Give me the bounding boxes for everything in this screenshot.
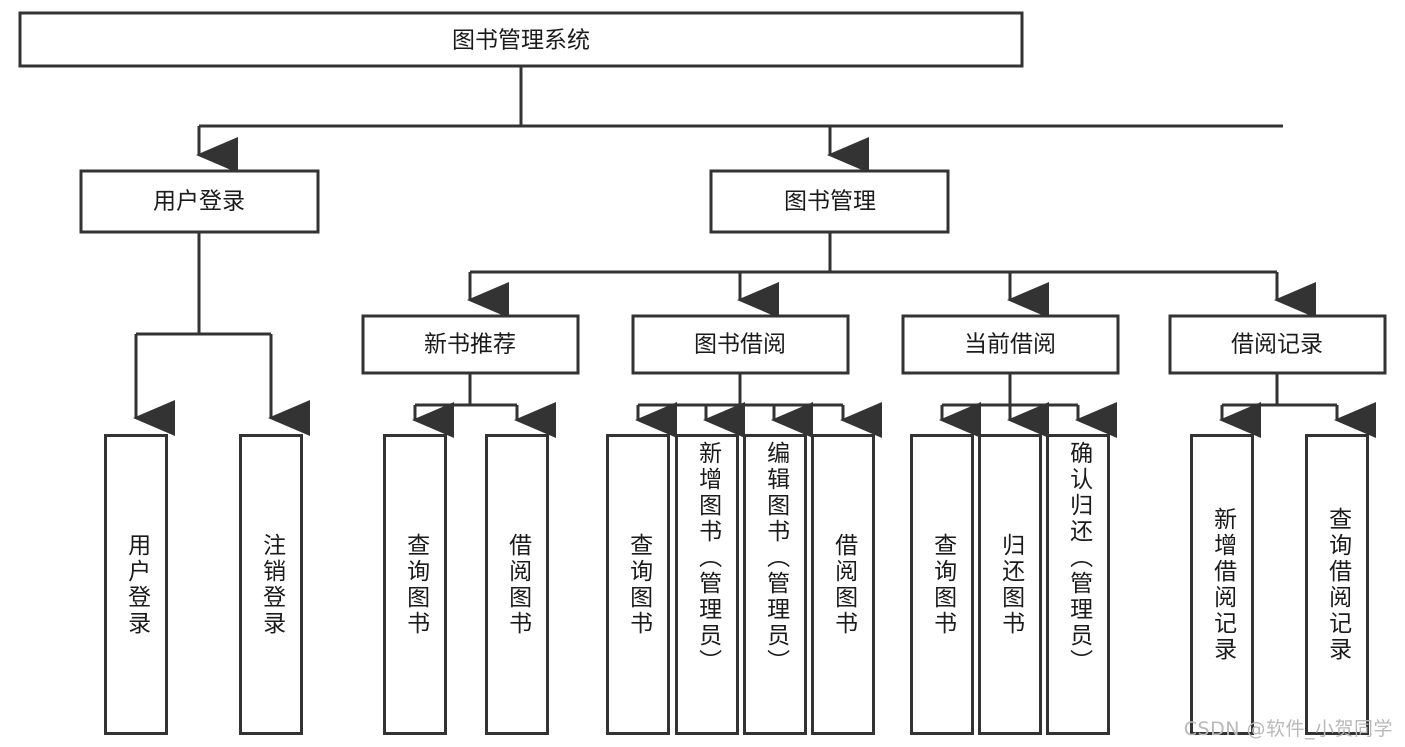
leaf-borrow-query-book-label: 查询图书 (625, 532, 652, 637)
node-borrow-record[interactable]: 借阅记录 (1168, 314, 1387, 375)
leaf-user-login-label: 用户登录 (123, 532, 150, 637)
node-user-login[interactable]: 用户登录 (79, 169, 320, 234)
leaf-borrow-borrow-book[interactable]: 借阅图书 (811, 434, 875, 735)
connector-root-to-level2 (196, 66, 1283, 173)
leaf-current-confirm-return-label: 确认归还（管理员） (1065, 441, 1092, 675)
connector-current-to-leaves (939, 373, 1117, 438)
node-current-borrow-label: 当前借阅 (964, 332, 1056, 358)
leaf-current-return-book[interactable]: 归还图书 (978, 434, 1042, 735)
leaf-current-return-book-label: 归还图书 (997, 532, 1024, 637)
node-book-borrow[interactable]: 图书借阅 (631, 314, 850, 375)
leaf-borrow-edit-book[interactable]: 编辑图书（管理员） (743, 434, 807, 735)
leaf-logout[interactable]: 注销登录 (239, 434, 303, 735)
leaf-logout-label: 注销登录 (258, 532, 285, 637)
node-root[interactable]: 图书管理系统 (18, 11, 1024, 68)
node-new-book-recommend-label: 新书推荐 (424, 332, 516, 358)
node-user-login-label: 用户登录 (153, 189, 245, 215)
leaf-current-query-book[interactable]: 查询图书 (910, 434, 974, 735)
leaf-borrow-add-book[interactable]: 新增图书（管理员） (675, 434, 739, 735)
leaf-record-query-label: 查询借阅记录 (1324, 506, 1351, 663)
node-root-rect[interactable] (18, 11, 1024, 68)
leaf-borrow-edit-book-label: 编辑图书（管理员） (762, 441, 789, 675)
connector-record-to-leaves (1219, 373, 1376, 438)
node-book-management[interactable]: 图书管理 (709, 169, 950, 234)
node-book-management-label: 图书管理 (784, 189, 876, 215)
leaf-current-confirm-return[interactable]: 确认归还（管理员） (1046, 434, 1110, 735)
node-book-management-rect[interactable] (709, 169, 950, 234)
node-new-book-recommend-rect[interactable] (361, 314, 580, 375)
leaf-borrow-add-book-label: 新增图书（管理员） (694, 441, 721, 675)
node-current-borrow-rect[interactable] (901, 314, 1120, 375)
node-book-borrow-label: 图书借阅 (694, 332, 786, 358)
node-new-book-recommend[interactable]: 新书推荐 (361, 314, 580, 375)
leaf-newbook-query-book-label: 查询图书 (402, 532, 429, 637)
connector-newbook-to-leaves (412, 373, 556, 438)
leaf-borrow-query-book[interactable]: 查询图书 (606, 434, 670, 735)
leaf-newbook-query-book[interactable]: 查询图书 (383, 434, 447, 735)
node-user-login-rect[interactable] (79, 169, 320, 234)
leaf-newbook-borrow-book-label: 借阅图书 (504, 532, 531, 637)
connector-bookmgmt-to-level3 (467, 232, 1316, 318)
leaf-record-add[interactable]: 新增借阅记录 (1190, 434, 1254, 735)
connector-borrow-to-leaves (635, 373, 882, 438)
leaf-current-query-book-label: 查询图书 (929, 532, 956, 637)
node-root-label: 图书管理系统 (452, 28, 590, 54)
node-current-borrow[interactable]: 当前借阅 (901, 314, 1120, 375)
node-borrow-record-label: 借阅记录 (1231, 332, 1323, 358)
leaf-borrow-borrow-book-label: 借阅图书 (830, 532, 857, 637)
leaf-user-login[interactable]: 用户登录 (104, 434, 168, 735)
node-borrow-record-rect[interactable] (1168, 314, 1387, 375)
connector-userlogin-to-leaves (133, 232, 310, 436)
leaf-newbook-borrow-book[interactable]: 借阅图书 (485, 434, 549, 735)
leaf-record-add-label: 新增借阅记录 (1209, 506, 1236, 663)
node-book-borrow-rect[interactable] (631, 314, 850, 375)
leaf-record-query[interactable]: 查询借阅记录 (1305, 434, 1369, 735)
